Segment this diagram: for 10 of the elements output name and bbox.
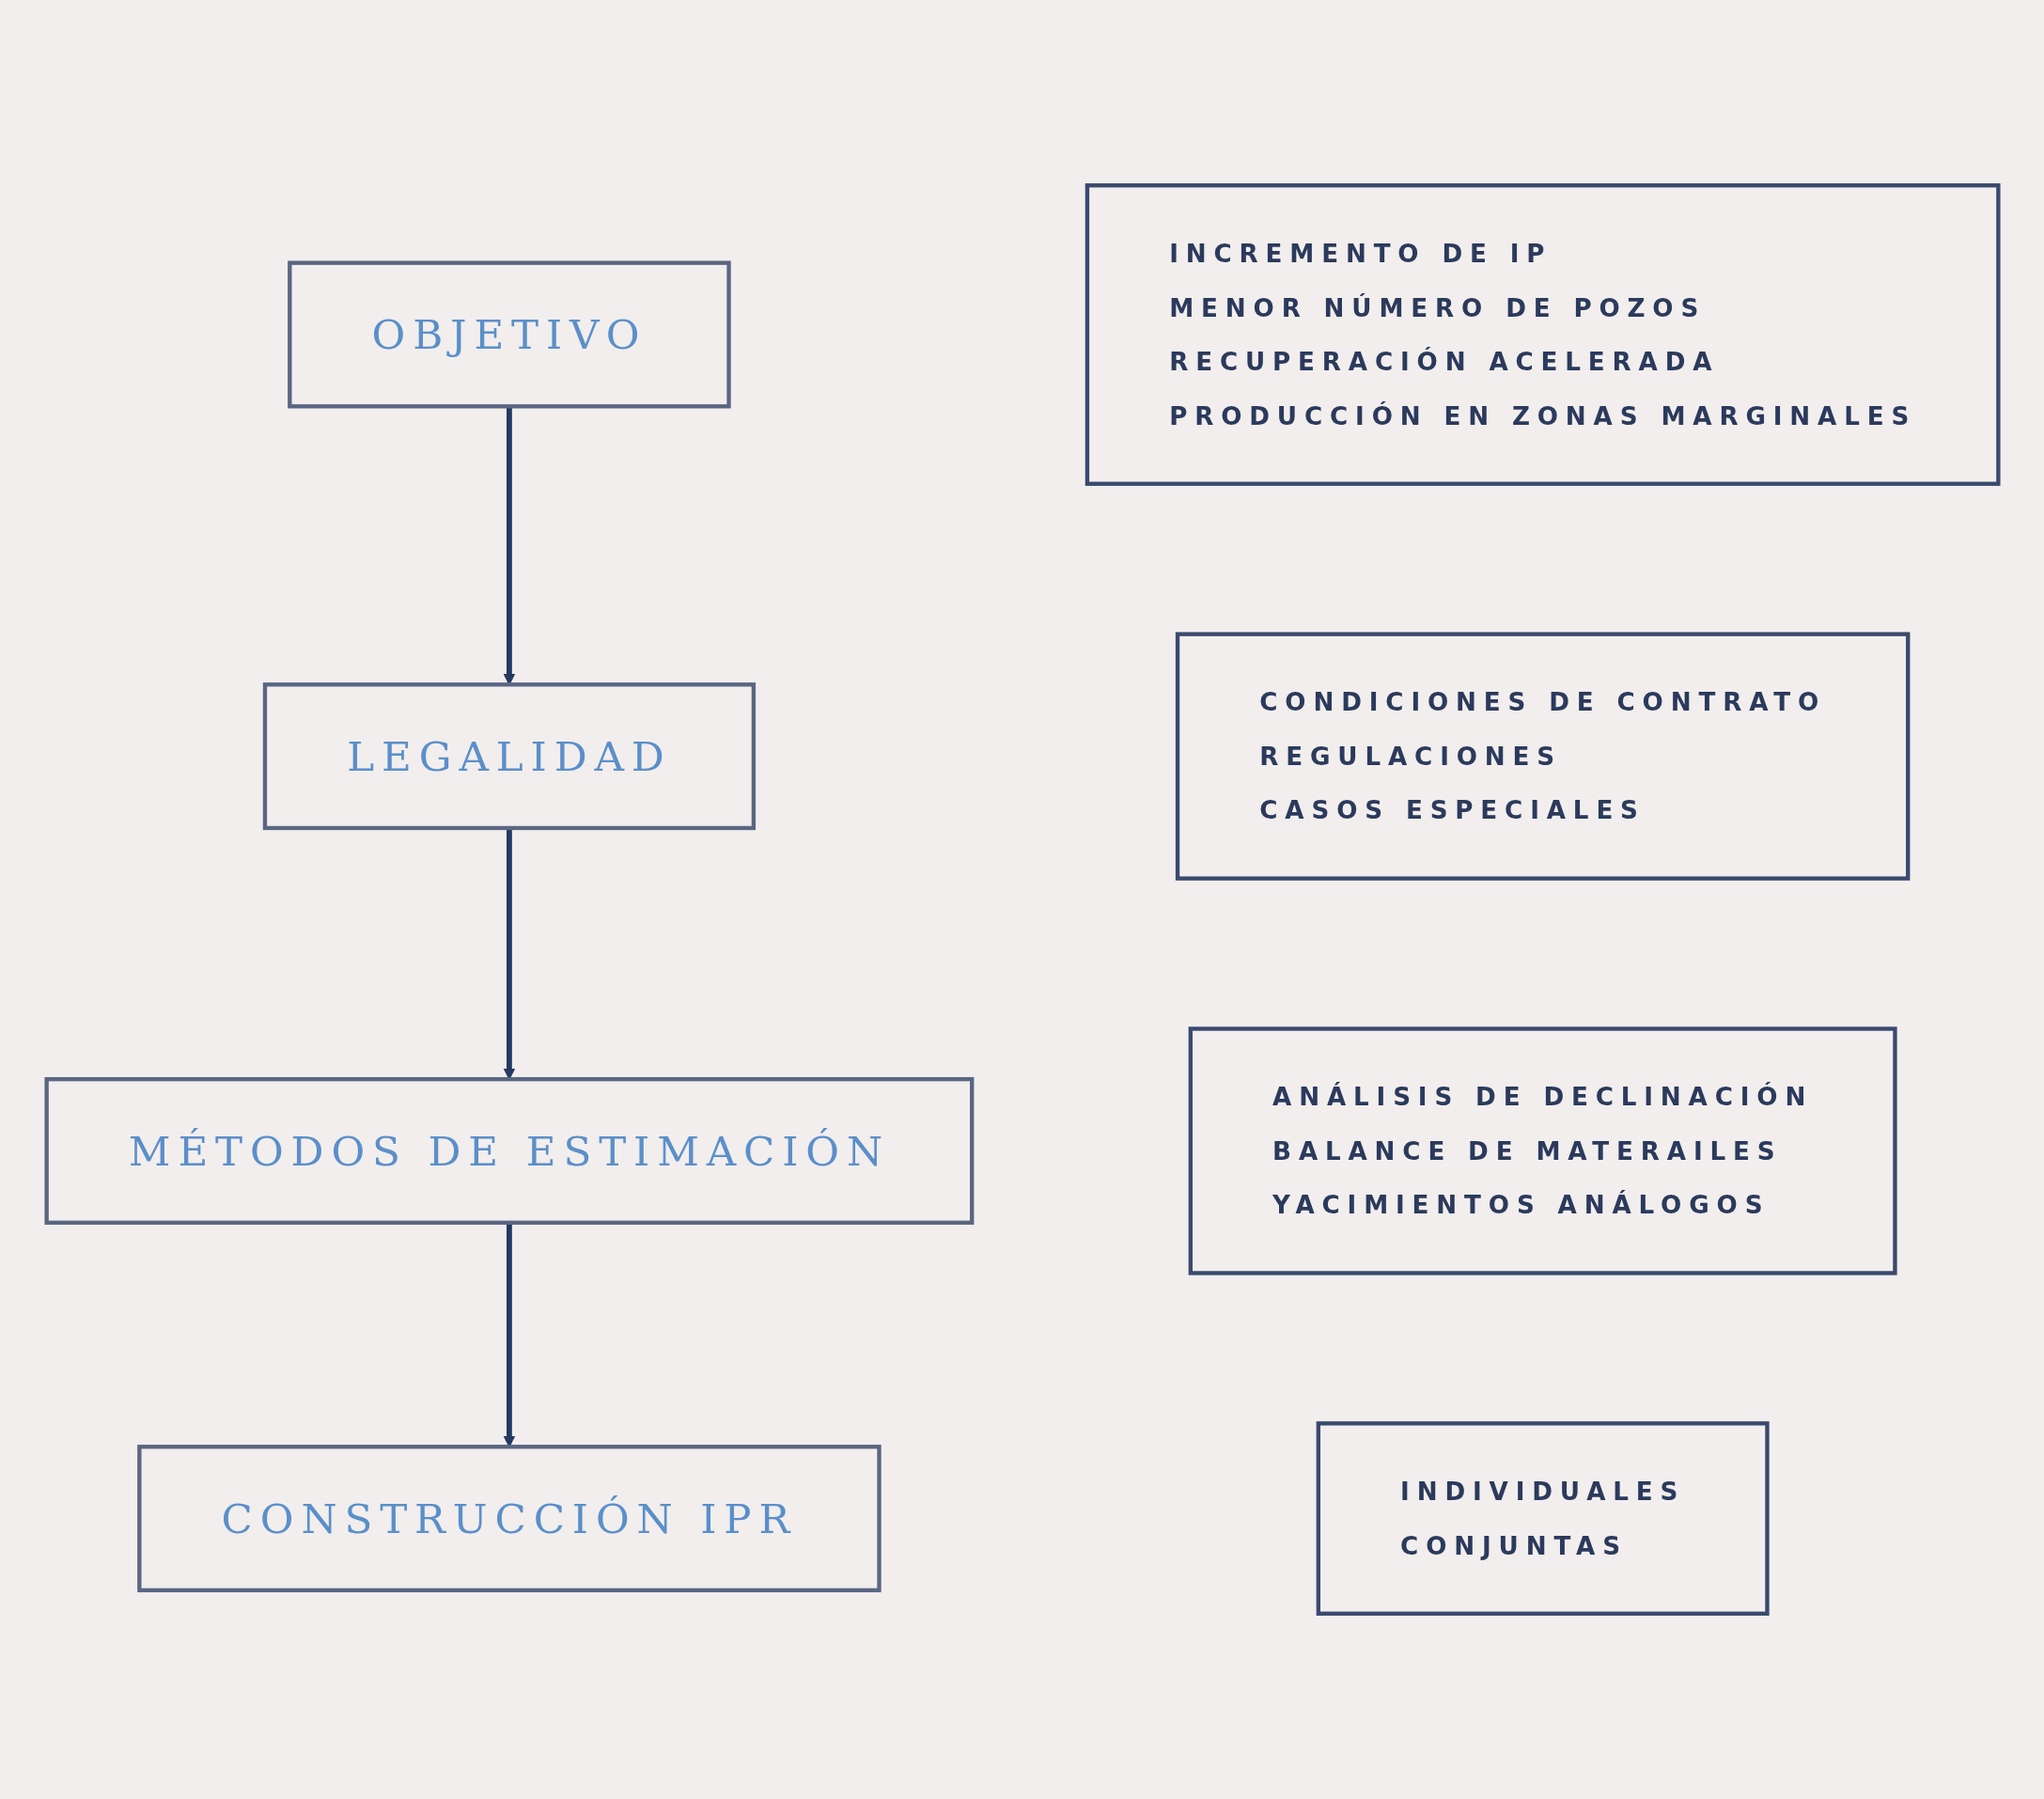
arrow: [503, 406, 515, 685]
node-box: MÉTODOS DE ESTIMACIÓN: [43, 1077, 974, 1225]
node-box: LEGALIDAD: [262, 682, 756, 831]
node-box: CONSTRUCCIÓN IPR: [136, 1445, 882, 1593]
node-box: ANÁLISIS DE DECLINACIÓN BALANCE DE MATERAILES YACIMIENTOS ANÁLOGOS: [1188, 1026, 1897, 1275]
node-box: INDIVIDUALES CONJUNTAS: [1316, 1421, 1770, 1616]
node-box: INCREMENTO DE IP MENOR NÚMERO DE POZOS RECUPERACIÓN ACELERADA PRODUCCIÓN EN ZONAS MARGINALES: [1084, 183, 2001, 486]
node-box: CONDICIONES DE CONTRATO REGULACIONES CASOS ESPECIALES: [1175, 632, 1910, 881]
arrow: [503, 1222, 515, 1447]
node-box: OBJETIVO: [287, 260, 731, 409]
